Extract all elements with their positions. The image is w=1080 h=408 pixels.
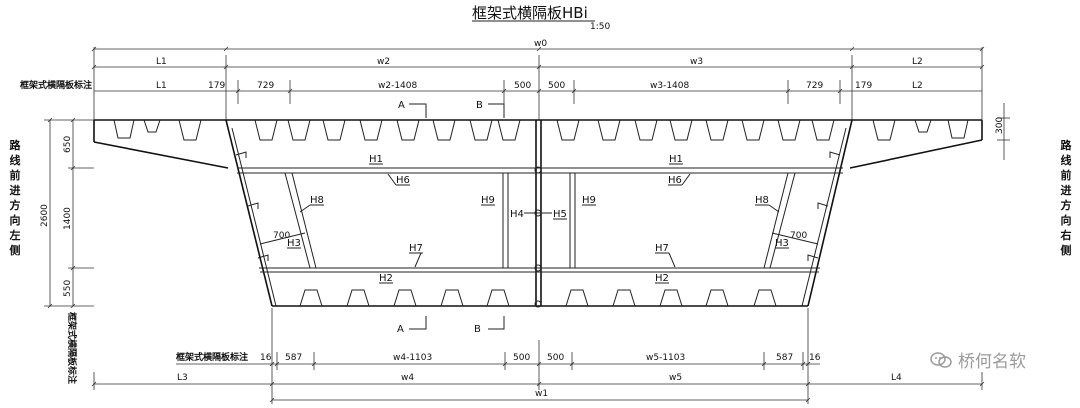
top-dimension-lines [91, 46, 985, 120]
drawing-scale: 1:50 [590, 22, 610, 32]
drawing-title: 框架式横隔板HBi [472, 4, 588, 22]
dim-700-left: 700 [273, 231, 290, 241]
left-side-label: 路线前进方向左侧 [9, 139, 21, 257]
member-H1-right: H1 [669, 154, 683, 165]
dim-L1: L1 [156, 57, 167, 67]
member-H5: H5 [553, 209, 567, 220]
top-row-label: 框架式横隔板标注 [20, 79, 92, 91]
member-H9-left: H9 [481, 195, 495, 206]
dim-587b: 587 [776, 353, 793, 363]
dim-r2-179a: 179 [208, 81, 225, 91]
dim-729a: 729 [257, 81, 274, 91]
dim-2600: 2600 [40, 204, 50, 227]
bottom-dimension-lines [91, 308, 985, 404]
member-H2-left: H2 [379, 273, 393, 284]
member-H7-right: H7 [655, 243, 669, 254]
member-H6-right: H6 [668, 175, 682, 186]
dim-500c: 500 [513, 353, 530, 363]
section-marks [409, 103, 505, 330]
dim-w5: w5 [669, 373, 682, 383]
member-H3-right: H3 [775, 238, 789, 249]
dim-700-line [259, 232, 306, 245]
dim-L3: L3 [177, 373, 188, 383]
member-H9-right: H9 [582, 195, 596, 206]
watermark: 桥何名软 [930, 347, 1026, 372]
member-H8-right: H8 [755, 195, 769, 206]
member-H2-right: H2 [655, 273, 669, 284]
left-dimension-lines [44, 117, 94, 309]
member-H3-left: H3 [287, 238, 301, 249]
dim-587a: 587 [285, 353, 302, 363]
dim-w2: w2 [377, 57, 390, 67]
dim-w4: w4 [401, 373, 414, 383]
leader [387, 173, 397, 186]
dim-16b: 16 [809, 353, 821, 363]
leader [668, 252, 676, 268]
dim-w2-1408: w2-1408 [378, 81, 418, 91]
dim-300: 300 [995, 117, 1005, 134]
dim-w0: w0 [534, 39, 547, 49]
dim-700-right: 700 [790, 231, 807, 241]
bottom-u-ribs [299, 289, 777, 307]
dim-w1: w1 [535, 389, 548, 399]
member-H7-left: H7 [409, 243, 423, 254]
dim-16a: 16 [260, 353, 272, 363]
dim-L2: L2 [912, 57, 923, 67]
watermark-text: 桥何名软 [958, 352, 1026, 372]
box-girder-outline [93, 119, 983, 308]
dim-500a: 500 [514, 81, 531, 91]
right-side-label: 路线前进方向右侧 [1060, 139, 1072, 257]
dim-700-line [771, 232, 819, 245]
section-B-top: B [476, 100, 483, 111]
leader [414, 252, 422, 268]
dim-w5-1103: w5-1103 [646, 353, 685, 363]
dim-729b: 729 [806, 81, 823, 91]
dim-1400: 1400 [63, 207, 73, 230]
section-A-bottom: A [397, 324, 404, 335]
member-H8-left: H8 [310, 195, 324, 206]
dim-w4-1103: w4-1103 [393, 353, 432, 363]
right-300-dim [997, 103, 1010, 160]
web-stiffeners [235, 151, 841, 261]
dim-500d: 500 [547, 353, 564, 363]
dim-w3-1408: w3-1408 [650, 81, 690, 91]
member-H4: H4 [510, 209, 524, 220]
leader [768, 204, 780, 213]
dim-650: 650 [63, 136, 73, 153]
dim-500b: 500 [548, 81, 565, 91]
leader [681, 173, 691, 186]
member-H6-left: H6 [396, 175, 410, 186]
dim-r2-L1: L1 [156, 81, 167, 91]
bottom-row-label: 框架式横隔板标注 [176, 351, 248, 363]
dim-r2-L2: L2 [912, 81, 923, 91]
dim-550: 550 [63, 280, 73, 297]
section-B-bottom: B [474, 324, 481, 335]
wechat-icon [930, 351, 952, 368]
dim-L4: L4 [891, 373, 902, 383]
leader [299, 204, 311, 213]
member-H1-left: H1 [369, 154, 383, 165]
top-u-ribs [113, 119, 969, 141]
section-A-top: A [398, 100, 405, 111]
dim-r2-179b: 179 [855, 81, 872, 91]
dim-w3: w3 [690, 57, 703, 67]
left-vertical-label: 框架式横隔板标注 [66, 312, 78, 384]
